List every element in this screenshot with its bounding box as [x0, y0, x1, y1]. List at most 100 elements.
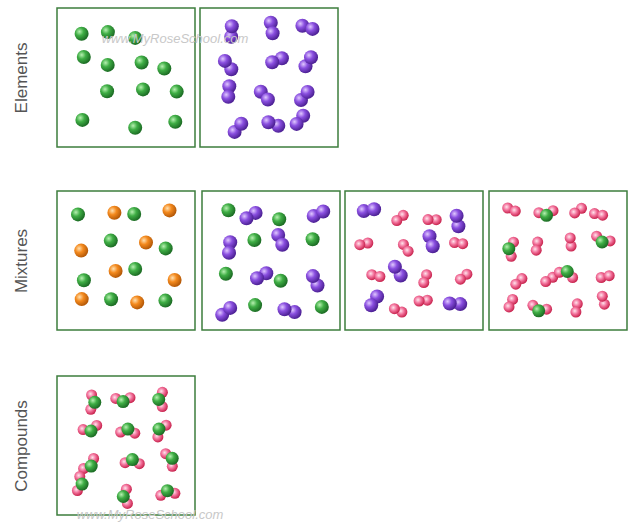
atom [272, 212, 286, 226]
atom [71, 207, 85, 221]
box-outlines [57, 8, 627, 515]
atom [565, 232, 576, 243]
atom [304, 50, 318, 64]
atom [315, 300, 329, 314]
atom [261, 93, 275, 107]
atom [221, 90, 235, 104]
atom [418, 277, 429, 288]
atom [510, 279, 521, 290]
atom [121, 423, 134, 436]
atom [101, 58, 115, 72]
atom [74, 244, 88, 258]
atom [389, 303, 400, 314]
atom [275, 238, 289, 252]
atom [166, 452, 179, 465]
atom [159, 241, 173, 255]
watermark: www.MyRoseSchool.com [102, 31, 249, 46]
atom [77, 273, 91, 287]
atom [261, 115, 275, 129]
atom [219, 267, 233, 281]
atom [364, 298, 378, 312]
atom [561, 265, 574, 278]
atom [221, 203, 235, 217]
atom [426, 239, 440, 253]
atom [100, 84, 114, 98]
atom [532, 304, 545, 317]
atom [117, 395, 130, 408]
atom [128, 121, 142, 135]
atom [85, 425, 98, 438]
atom [75, 27, 89, 41]
atom [354, 239, 365, 250]
atom [502, 242, 515, 255]
atom [250, 271, 264, 285]
atom [596, 236, 609, 249]
atom [266, 26, 280, 40]
atom [128, 262, 142, 276]
atom [423, 214, 434, 225]
atom [88, 396, 101, 409]
atom [75, 113, 89, 127]
atom [152, 393, 165, 406]
atom [161, 484, 174, 497]
particles [71, 16, 616, 509]
atom [109, 264, 123, 278]
atom [75, 292, 89, 306]
atom [306, 269, 320, 283]
atom [107, 206, 121, 220]
atom [104, 234, 118, 248]
atom [278, 302, 292, 316]
atom [367, 202, 381, 216]
atom [158, 294, 172, 308]
atom [85, 460, 98, 473]
atom [136, 82, 150, 96]
atom [222, 246, 236, 260]
atom [455, 274, 466, 285]
atom [247, 233, 261, 247]
atom [265, 55, 279, 69]
atom [306, 22, 320, 36]
row-label: Compounds [12, 400, 32, 492]
atom [316, 205, 330, 219]
atom [126, 453, 139, 466]
watermark: www.MyRoseSchool.com [77, 507, 224, 522]
atom [248, 298, 262, 312]
atom [301, 85, 315, 99]
atom [443, 297, 457, 311]
atom [135, 56, 149, 70]
atom [540, 209, 553, 222]
atom [290, 117, 304, 131]
atom [306, 232, 320, 246]
atom [104, 292, 118, 306]
row-label: Mixtures [12, 229, 32, 293]
atom [510, 206, 521, 217]
atom [391, 215, 402, 226]
atom [457, 238, 468, 249]
atom [240, 211, 254, 225]
atom [168, 115, 182, 129]
atom [604, 270, 615, 281]
atom [139, 236, 153, 250]
atom [274, 274, 288, 288]
atom [531, 245, 542, 256]
atom [157, 62, 171, 76]
atom [403, 246, 414, 257]
atom [570, 307, 581, 318]
atom [374, 271, 385, 282]
atom [127, 207, 141, 221]
atom [170, 85, 184, 99]
atom [234, 117, 248, 131]
atom [163, 203, 177, 217]
atom [569, 207, 580, 218]
row-label: Elements [12, 43, 32, 114]
atom [218, 54, 232, 68]
atom [540, 276, 551, 287]
atom [76, 478, 89, 491]
atom [130, 295, 144, 309]
atom [223, 301, 237, 315]
atom [504, 301, 515, 312]
atom [168, 273, 182, 287]
atom [597, 291, 608, 302]
